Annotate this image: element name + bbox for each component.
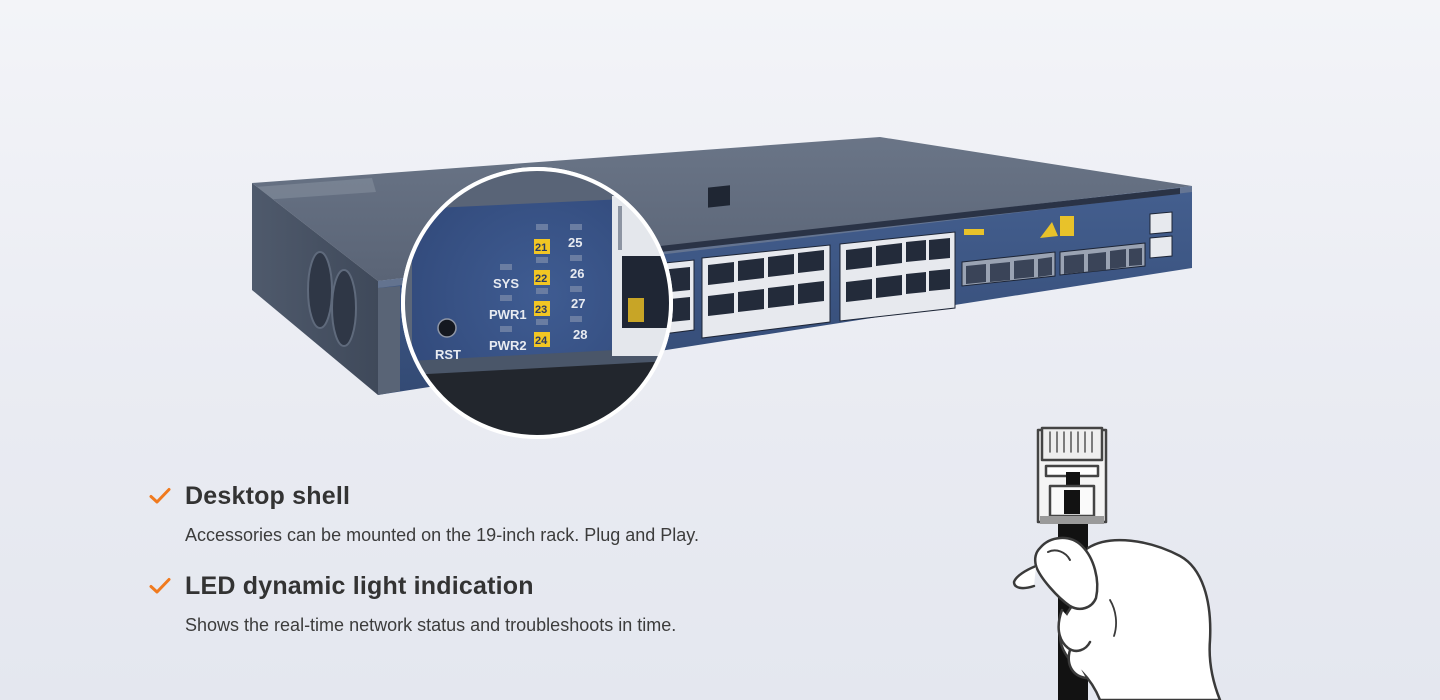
led-label-26: 26 [570,266,584,281]
feature-list: Desktop shell Accessories can be mounted… [148,478,848,638]
led-label-25: 25 [568,235,582,250]
check-icon [149,578,171,594]
led-label-22: 22 [535,273,547,285]
led-label-21: 21 [535,242,547,254]
check-icon [149,488,171,504]
led-label-27: 27 [571,296,585,311]
led-label-28: 28 [573,327,587,342]
feature-title: LED dynamic light indication [185,571,534,600]
led-label-24: 24 [535,335,548,347]
hand-with-rj45-plug [1012,426,1222,700]
network-switch [252,137,1192,395]
rst-label: RST [435,347,461,362]
feature-desktop-shell: Desktop shell Accessories can be mounted… [148,478,848,548]
led-label-23: 23 [535,304,547,316]
feature-description: Accessories can be mounted on the 19-inc… [185,525,699,545]
feature-description: Shows the real-time network status and t… [185,615,677,635]
pwr1-label: PWR1 [489,307,527,322]
pwr2-label: PWR2 [489,338,527,353]
feature-header: Desktop shell [148,478,848,514]
feature-title: Desktop shell [185,481,351,510]
feature-header: LED dynamic light indication [148,568,848,604]
sys-label: SYS [493,276,519,291]
feature-led-indication: LED dynamic light indication Shows the r… [148,568,848,638]
